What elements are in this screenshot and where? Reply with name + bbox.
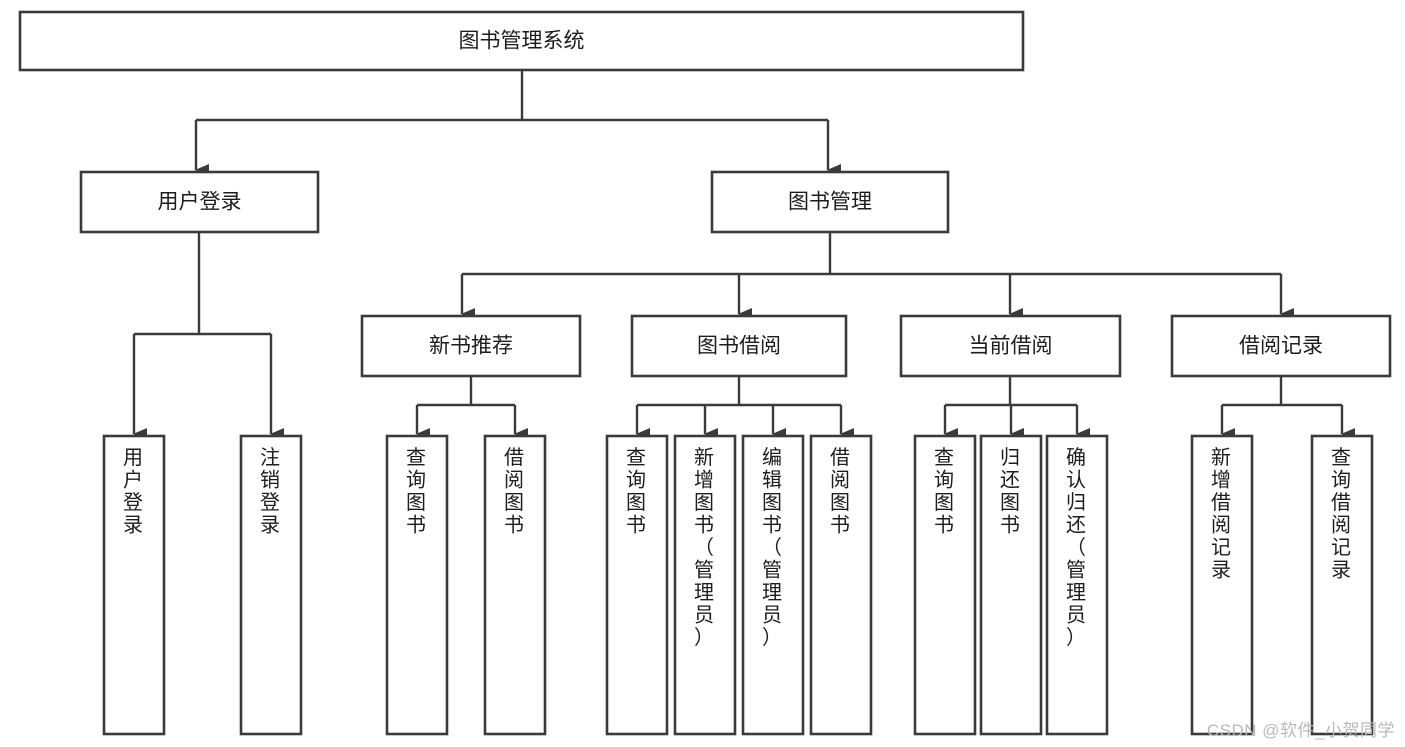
node-leaf-1-rect (239, 434, 303, 736)
node-level2-0-label: 用户登录 (158, 191, 242, 214)
node-leaf-6-rect (741, 434, 805, 736)
node-leaf-5[interactable]: 新增图书（管理员） (673, 434, 737, 736)
node-leaf-7-label: 借阅图书 (830, 446, 852, 537)
node-leaf-4-rect (605, 434, 669, 736)
node-leaf-2[interactable]: 查询图书 (385, 434, 449, 736)
node-level3-2-rect (899, 314, 1122, 378)
node-leaf-9-label: 归还图书 (1000, 446, 1022, 537)
node-level3-2-label: 当前借阅 (969, 335, 1053, 358)
node-leaf-11[interactable]: 新增借阅记录 (1190, 434, 1254, 736)
node-leaf-0-label: 用户登录 (123, 447, 145, 537)
node-leaf-7-rect (809, 434, 873, 736)
node-leaf-2-rect (385, 434, 449, 736)
node-leaf-11-label: 新增借阅记录 (1211, 446, 1233, 582)
node-leaf-12-rect (1310, 434, 1374, 736)
node-level2-1-rect (710, 170, 950, 234)
node-leaf-0-rect (102, 434, 166, 736)
connector-lines (132, 70, 1355, 440)
node-leaf-2-label: 查询图书 (406, 446, 428, 537)
node-level2-1[interactable]: 图书管理 (710, 170, 950, 234)
node-level3-1-rect (630, 314, 848, 378)
node-root-图书管理系统-label: 图书管理系统 (459, 30, 585, 53)
node-level3-3-label: 借阅记录 (1239, 335, 1323, 358)
node-leaf-12[interactable]: 查询借阅记录 (1310, 434, 1374, 736)
node-level2-0[interactable]: 用户登录 (79, 170, 320, 234)
node-level3-2[interactable]: 当前借阅 (899, 314, 1122, 378)
node-level3-0[interactable]: 新书推荐 (360, 314, 582, 378)
node-leaf-9[interactable]: 归还图书 (979, 434, 1043, 736)
node-level3-0-rect (360, 314, 582, 378)
node-leaf-4-label: 查询图书 (626, 446, 648, 537)
node-leaf-5-rect (673, 434, 737, 736)
node-root-图书管理系统[interactable]: 图书管理系统 (18, 10, 1025, 72)
node-leaf-0[interactable]: 用户登录 (102, 434, 166, 736)
node-leaf-4[interactable]: 查询图书 (605, 434, 669, 736)
node-leaf-3[interactable]: 借阅图书 (483, 434, 547, 736)
node-leaf-3-rect (483, 434, 547, 736)
node-leaf-1[interactable]: 注销登录 (239, 434, 303, 736)
node-leaf-11-rect (1190, 434, 1254, 736)
node-level3-1-label: 图书借阅 (697, 335, 781, 358)
node-leaf-8-label: 查询图书 (934, 446, 956, 537)
node-leaf-10-label: 确认归还（管理员） (1066, 446, 1088, 649)
node-leaf-6-label: 编辑图书（管理员） (762, 446, 784, 649)
node-level3-1[interactable]: 图书借阅 (630, 314, 848, 378)
node-leaf-10[interactable]: 确认归还（管理员） (1045, 434, 1109, 736)
node-leaf-1-label: 注销登录 (260, 446, 282, 537)
node-leaf-3-label: 借阅图书 (504, 446, 526, 537)
node-leaf-12-label: 查询借阅记录 (1331, 446, 1353, 582)
node-level2-0-rect (79, 170, 320, 234)
node-level3-0-label: 新书推荐 (429, 335, 513, 358)
node-boxes: 图书管理系统用户登录图书管理新书推荐图书借阅当前借阅借阅记录用户登录注销登录查询… (18, 10, 1392, 736)
node-leaf-8-rect (913, 434, 977, 736)
node-leaf-8[interactable]: 查询图书 (913, 434, 977, 736)
node-leaf-10-rect (1045, 434, 1109, 736)
node-leaf-6[interactable]: 编辑图书（管理员） (741, 434, 805, 736)
node-leaf-9-rect (979, 434, 1043, 736)
node-leaf-7[interactable]: 借阅图书 (809, 434, 873, 736)
node-root-图书管理系统-rect (18, 10, 1025, 72)
node-level3-3[interactable]: 借阅记录 (1170, 314, 1392, 378)
node-leaf-5-label: 新增图书（管理员） (694, 446, 716, 649)
node-level3-3-rect (1170, 314, 1392, 378)
node-level2-1-label: 图书管理 (788, 191, 872, 214)
